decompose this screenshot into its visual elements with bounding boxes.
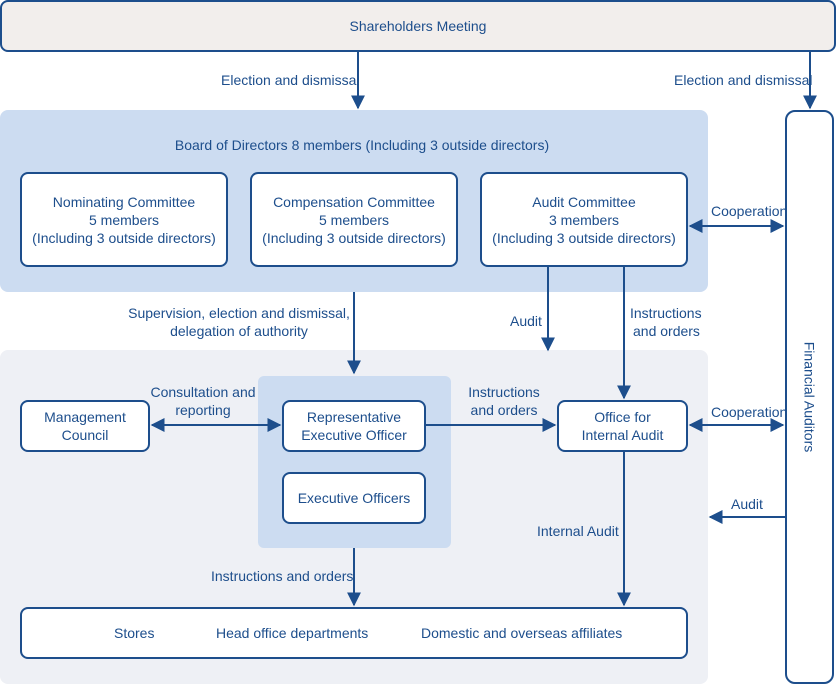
rep-officer-line1: Representative <box>306 409 402 425</box>
financial-auditors-box: Financial Auditors <box>785 110 834 684</box>
management-council-line1: Management <box>44 409 126 425</box>
label-election-left: Election and dismissal <box>221 72 360 88</box>
audit-committee-box: Audit Committee 3 members (Including 3 o… <box>480 172 688 267</box>
committee-note: (Including 3 outside directors) <box>32 229 216 246</box>
operations-box: Stores Head office departments Domestic … <box>20 607 688 659</box>
nominating-committee-box: Nominating Committee 5 members (Includin… <box>20 172 228 267</box>
committee-name: Compensation Committee <box>273 193 435 210</box>
shareholders-meeting-label: Shareholders Meeting <box>349 18 487 34</box>
internal-audit-office-box: Office for Internal Audit <box>557 400 688 452</box>
internal-audit-office-line1: Office for <box>594 409 651 425</box>
management-council-box: Management Council <box>20 400 150 452</box>
label-election-right: Election and dismissal <box>674 72 813 88</box>
committee-members: 3 members <box>548 211 620 228</box>
label-audit-mid: Audit <box>510 313 542 329</box>
label-instr-top-2: and orders <box>633 323 700 339</box>
label-supervision-2: delegation of authority <box>170 323 308 339</box>
label-consult-2: reporting <box>175 402 231 418</box>
board-title: Board of Directors 8 members (Including … <box>174 137 550 153</box>
committee-note: (Including 3 outside directors) <box>262 229 446 246</box>
label-audit-right: Audit <box>731 496 763 512</box>
committee-members: 5 members <box>88 211 160 228</box>
rep-officer-line2: Executive Officer <box>301 427 407 443</box>
label-internal-audit: Internal Audit <box>537 523 619 539</box>
executive-officers-label: Executive Officers <box>297 490 411 506</box>
committee-members: 5 members <box>318 211 390 228</box>
internal-audit-office-line2: Internal Audit <box>581 427 664 443</box>
representative-executive-officer-box: Representative Executive Officer <box>282 400 426 452</box>
committee-name: Audit Committee <box>532 193 636 210</box>
stores-label: Stores <box>114 625 155 641</box>
label-supervision-1: Supervision, election and dismissal, <box>128 305 350 321</box>
management-council-line2: Council <box>61 427 109 443</box>
label-instr-bottom: Instructions and orders <box>211 568 354 584</box>
shareholders-meeting-box: Shareholders Meeting <box>0 0 836 52</box>
compensation-committee-box: Compensation Committee 5 members (Includ… <box>250 172 458 267</box>
label-consult-1: Consultation and <box>150 384 256 400</box>
executive-officers-box: Executive Officers <box>282 472 426 524</box>
label-cooperation-mid: Cooperation <box>711 404 788 420</box>
label-instr-mid-1: Instructions <box>468 384 540 400</box>
committee-name: Nominating Committee <box>52 193 196 210</box>
label-instr-top-1: Instructions <box>630 305 702 321</box>
committee-note: (Including 3 outside directors) <box>492 229 676 246</box>
label-cooperation-top: Cooperation <box>711 203 788 219</box>
label-instr-mid-2: and orders <box>470 402 538 418</box>
head-office-label: Head office departments <box>216 625 369 641</box>
affiliates-label: Domestic and overseas affiliates <box>421 625 623 641</box>
